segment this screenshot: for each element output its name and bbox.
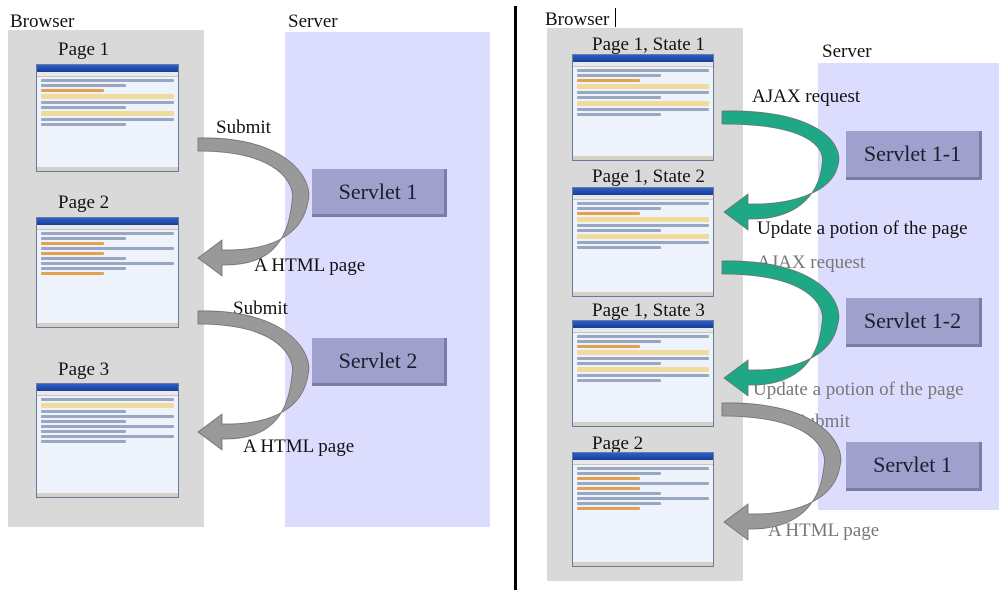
- left-submit-arrow-2: [197, 310, 310, 451]
- right-browser-label: Browser: [545, 9, 610, 30]
- left-server-lane: [285, 32, 490, 527]
- right-page-2-screenshot: [572, 452, 714, 567]
- right-page-1-state-1-label: Page 1, State 1: [592, 34, 705, 55]
- right-html-page-label: A HTML page: [768, 520, 880, 541]
- left-page-3-screenshot: [36, 383, 179, 498]
- right-ajax-request-label-1: AJAX request: [752, 86, 861, 107]
- right-server-label: Server: [822, 41, 872, 62]
- left-page-3-label: Page 3: [58, 359, 110, 380]
- right-page-1-state-3-label: Page 1, State 3: [592, 300, 705, 321]
- left-page-2-label: Page 2: [58, 192, 110, 213]
- left-page-1-screenshot: [36, 64, 179, 172]
- left-server-label: Server: [288, 11, 338, 32]
- right-submit-arrow: [721, 402, 842, 541]
- left-servlet-2-box: Servlet 2: [312, 338, 447, 386]
- left-submit-label-2: Submit: [233, 298, 288, 319]
- left-page-2-screenshot: [36, 217, 179, 328]
- text-cursor: [615, 8, 616, 27]
- right-page-2-label: Page 2: [592, 433, 644, 454]
- right-update-label-2: Update a potion of the page: [753, 379, 964, 400]
- diagram-divider: [514, 6, 517, 590]
- right-servlet-1-1-box: Servlet 1-1: [846, 131, 982, 180]
- right-servlet-1-2-box: Servlet 1-2: [846, 298, 982, 347]
- right-ajax-arrow-2: [721, 260, 840, 397]
- right-update-label-1: Update a potion of the page: [757, 218, 968, 239]
- right-page-1-state-2-label: Page 1, State 2: [592, 166, 705, 187]
- right-page-1-state-3-screenshot: [572, 320, 714, 427]
- left-browser-label: Browser: [10, 11, 75, 32]
- left-submit-arrow-1: [197, 137, 310, 277]
- left-html-page-label-1: A HTML page: [254, 255, 366, 276]
- right-ajax-arrow-1: [721, 110, 840, 231]
- right-servlet-1-box: Servlet 1: [846, 442, 982, 491]
- left-servlet-1-box: Servlet 1: [312, 169, 447, 217]
- left-submit-label-1: Submit: [216, 117, 271, 138]
- left-html-page-label-2: A HTML page: [243, 436, 355, 457]
- right-page-1-state-2-screenshot: [572, 187, 714, 297]
- left-page-1-label: Page 1: [58, 39, 110, 60]
- right-page-1-state-1-screenshot: [572, 54, 714, 161]
